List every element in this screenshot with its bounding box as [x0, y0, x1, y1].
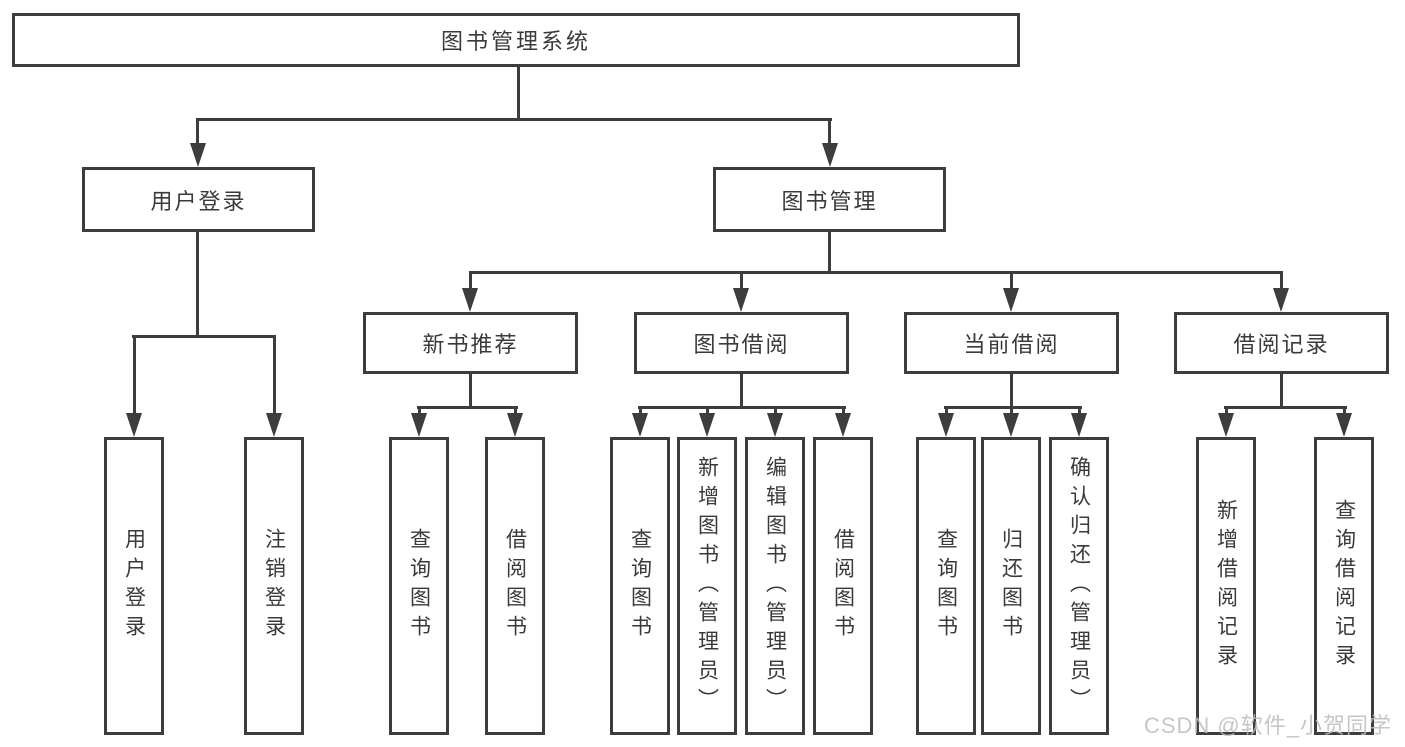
connector-group-stem — [1010, 374, 1013, 409]
connector-arrow-leaf-stem — [774, 406, 777, 416]
leaf-edit-books-admin: 编辑图书（管理员） — [745, 437, 805, 735]
node-user-login: 用户登录 — [82, 167, 315, 232]
leaf-label: 查询图书 — [934, 528, 958, 644]
arrowhead-book-mgmt-icon — [822, 143, 838, 167]
connector-root-stem — [517, 67, 520, 121]
connector-group-rail — [638, 406, 846, 409]
leaf-label: 新增借阅记录 — [1214, 499, 1238, 673]
connector-arrow-leaf-stem — [639, 406, 642, 416]
connector-arrow-leaf-stem — [706, 406, 709, 416]
connector-arrow-leaf-stem — [1078, 406, 1081, 416]
leaf-label: 编辑图书（管理员） — [763, 455, 787, 717]
connector-arrow-user-login-stem — [196, 118, 199, 146]
connector-book-mgmt-rail — [469, 271, 1283, 274]
leaf-label: 注销登录 — [262, 528, 286, 644]
connector-arrow-group-stem — [1010, 271, 1013, 291]
node-new-book-recommend: 新书推荐 — [363, 312, 578, 374]
arrowhead-leaf-icon — [126, 413, 142, 437]
node-borrow-records: 借阅记录 — [1174, 312, 1389, 374]
leaf-label: 新增图书（管理员） — [695, 455, 719, 717]
arrowhead-leaf-icon — [699, 413, 715, 437]
leaf-logout: 注销登录 — [244, 437, 304, 735]
leaf-query-books: 查询图书 — [389, 437, 449, 735]
leaf-query-borrow-record: 查询借阅记录 — [1314, 437, 1374, 735]
leaf-borrow-books: 借阅图书 — [813, 437, 873, 735]
arrowhead-leaf-icon — [507, 413, 523, 437]
leaf-label: 查询借阅记录 — [1332, 499, 1356, 673]
arrowhead-group-icon — [1003, 288, 1019, 312]
connector-arrow-leaf-stem — [514, 406, 517, 416]
arrowhead-group-icon — [462, 288, 478, 312]
leaf-query-books: 查询图书 — [916, 437, 976, 735]
connector-arrow-group-stem — [740, 271, 743, 291]
connector-arrow-leaf-stem — [1225, 406, 1228, 416]
arrowhead-leaf-icon — [411, 413, 427, 437]
leaf-label: 归还图书 — [999, 528, 1023, 644]
leaf-user-login: 用户登录 — [104, 437, 164, 735]
connector-group-stem — [740, 374, 743, 409]
node-book-mgmt-label: 图书管理 — [781, 188, 878, 214]
connector-arrow-leaf-stem — [418, 406, 421, 416]
connector-arrow-leaf-stem — [945, 406, 948, 416]
node-root: 图书管理系统 — [12, 13, 1020, 67]
node-borrow-records-label: 借阅记录 — [1233, 332, 1330, 357]
node-new-book-recommend-label: 新书推荐 — [422, 332, 519, 357]
node-book-borrow: 图书借阅 — [634, 312, 849, 374]
leaf-return-books: 归还图书 — [981, 437, 1041, 735]
arrowhead-leaf-icon — [835, 413, 851, 437]
leaf-add-books-admin: 新增图书（管理员） — [677, 437, 737, 735]
connector-arrow-leaf-stem — [133, 335, 136, 415]
connector-arrow-leaf-stem — [842, 406, 845, 416]
arrowhead-leaf-icon — [1218, 413, 1234, 437]
connector-root-rail — [196, 118, 832, 121]
connector-user-login-stem — [196, 232, 199, 338]
node-book-borrow-label: 图书借阅 — [693, 332, 790, 357]
connector-group-rail — [417, 406, 518, 409]
connector-arrow-group-stem — [469, 271, 472, 291]
connector-arrow-leaf-stem — [273, 335, 276, 415]
arrowhead-leaf-icon — [1336, 413, 1352, 437]
leaf-label: 借阅图书 — [503, 528, 527, 644]
connector-arrow-leaf-stem — [1343, 406, 1346, 416]
node-user-login-label: 用户登录 — [150, 188, 247, 214]
leaf-label: 查询图书 — [407, 528, 431, 644]
node-root-label: 图书管理系统 — [440, 29, 591, 54]
csdn-watermark: CSDN @软件_小贺同学 — [1143, 713, 1392, 738]
connector-arrow-book-mgmt-stem — [828, 118, 831, 146]
node-book-mgmt: 图书管理 — [713, 167, 946, 232]
leaf-label: 用户登录 — [122, 528, 146, 644]
arrowhead-user-login-icon — [190, 143, 206, 167]
connector-group-rail — [1224, 406, 1347, 409]
arrowhead-leaf-icon — [1003, 413, 1019, 437]
arrowhead-leaf-icon — [767, 413, 783, 437]
connector-group-stem — [469, 374, 472, 409]
leaf-confirm-return-admin: 确认归还（管理员） — [1049, 437, 1109, 735]
connector-user-login-rail — [132, 335, 276, 338]
arrowhead-leaf-icon — [938, 413, 954, 437]
connector-book-mgmt-stem — [828, 232, 831, 274]
arrowhead-leaf-icon — [1071, 413, 1087, 437]
arrowhead-group-icon — [1273, 288, 1289, 312]
leaf-label: 查询图书 — [628, 528, 652, 644]
node-current-borrow: 当前借阅 — [904, 312, 1119, 374]
connector-group-rail — [944, 406, 1082, 409]
leaf-borrow-books: 借阅图书 — [485, 437, 545, 735]
connector-arrow-leaf-stem — [1010, 406, 1013, 416]
leaf-label: 借阅图书 — [831, 528, 855, 644]
connector-arrow-group-stem — [1280, 271, 1283, 291]
leaf-label: 确认归还（管理员） — [1067, 455, 1091, 717]
node-current-borrow-label: 当前借阅 — [963, 332, 1060, 357]
arrowhead-group-icon — [733, 288, 749, 312]
arrowhead-leaf-icon — [632, 413, 648, 437]
leaf-query-books: 查询图书 — [610, 437, 670, 735]
connector-group-stem — [1280, 374, 1283, 409]
arrowhead-leaf-icon — [266, 413, 282, 437]
leaf-add-borrow-record: 新增借阅记录 — [1196, 437, 1256, 735]
